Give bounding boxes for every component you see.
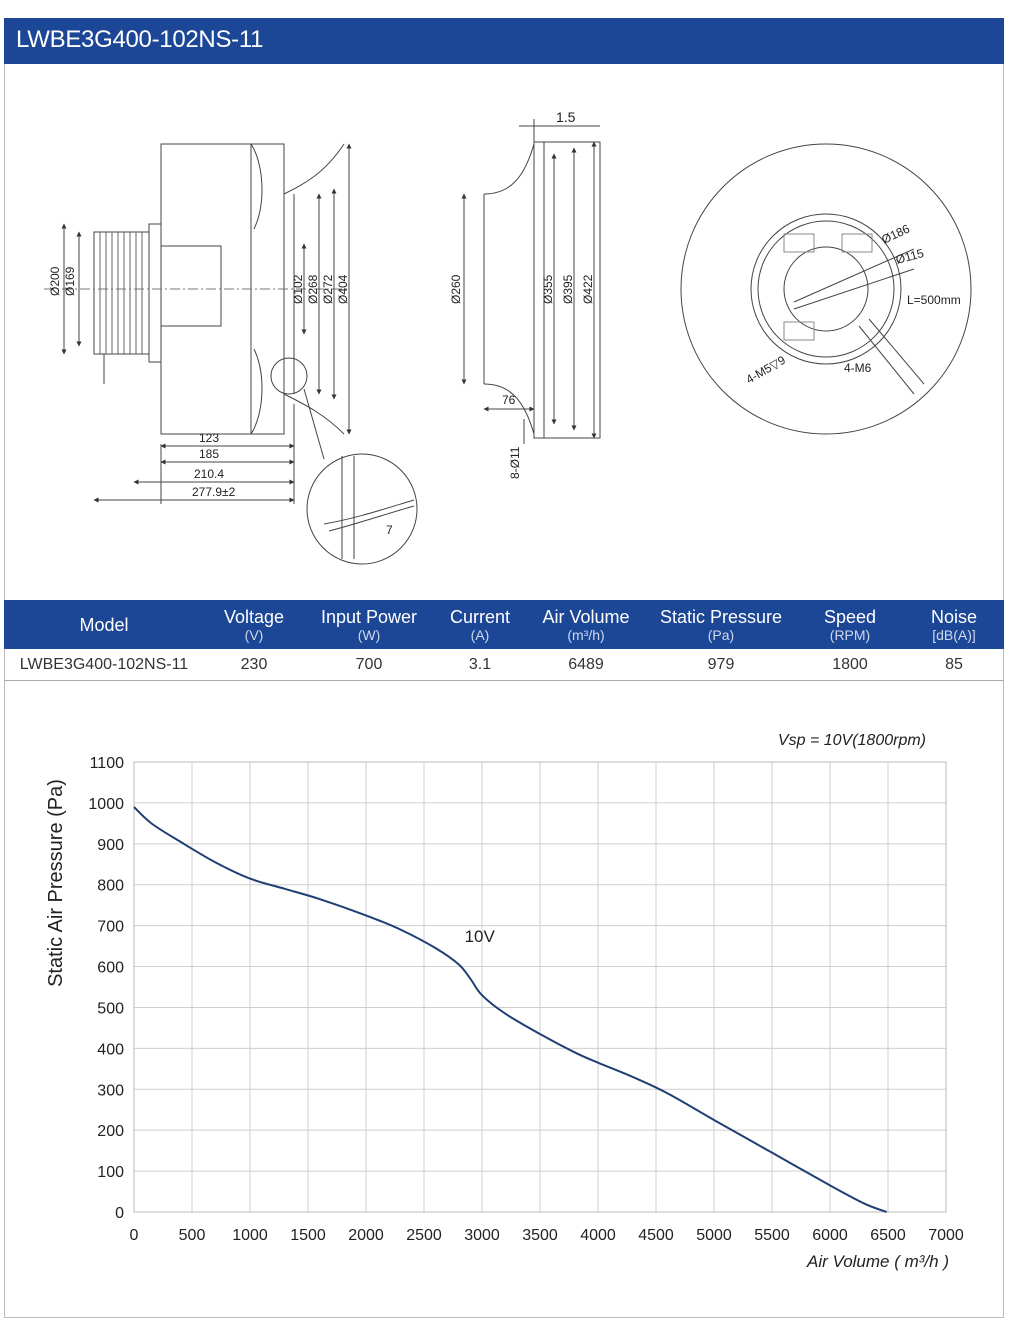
y-tick-label: 100 bbox=[97, 1164, 124, 1181]
cell-input-power: 700 bbox=[304, 649, 434, 681]
dim-d115: Ø115 bbox=[894, 246, 925, 267]
plot-area bbox=[133, 761, 947, 1213]
technical-drawing: Ø200 Ø169 Ø102 Ø268 Ø272 Ø404 123 185 21… bbox=[44, 109, 972, 565]
page-title: LWBE3G400-102NS-11 bbox=[16, 26, 264, 53]
col-voltage: Voltage(V) bbox=[204, 600, 304, 649]
col-noise: Noise[dB(A)] bbox=[904, 600, 1004, 649]
chart-grid bbox=[133, 761, 947, 1213]
x-tick-label: 500 bbox=[179, 1227, 206, 1244]
x-tick-label: 7000 bbox=[928, 1227, 964, 1244]
dim-185: 185 bbox=[199, 447, 219, 461]
dim-d102: Ø102 bbox=[291, 274, 305, 304]
dim-277-9: 277.9±2 bbox=[192, 485, 236, 499]
dim-210-4: 210.4 bbox=[194, 467, 224, 481]
x-tick-label: 1500 bbox=[290, 1227, 326, 1244]
y-tick-label: 200 bbox=[97, 1123, 124, 1140]
dim-d260: Ø260 bbox=[449, 274, 463, 304]
cell-air-volume: 6489 bbox=[526, 649, 646, 681]
x-tick-label: 4000 bbox=[580, 1227, 616, 1244]
x-tick-labels: 0 500 1000 1500 2000 2500 3000 3500 4000 4500 5000… bbox=[130, 1227, 964, 1244]
inlet-view bbox=[461, 119, 601, 444]
cable-length: L=500mm bbox=[907, 293, 961, 307]
x-tick-label: 3000 bbox=[464, 1227, 500, 1244]
side-view-labels: Ø200 Ø169 Ø102 Ø268 Ø272 Ø404 123 185 21… bbox=[48, 266, 393, 537]
cell-noise: 85 bbox=[904, 649, 1004, 681]
x-tick-label: 2000 bbox=[348, 1227, 384, 1244]
thread-m5: 4-M5▽9 bbox=[744, 353, 789, 387]
dim-d422: Ø422 bbox=[581, 274, 595, 304]
front-view bbox=[680, 143, 972, 435]
dim-d355: Ø355 bbox=[541, 274, 555, 304]
col-current: Current(A) bbox=[434, 600, 526, 649]
chart-series: 10V bbox=[133, 806, 888, 1213]
dim-d395: Ø395 bbox=[561, 274, 575, 304]
y-axis-label: Static Air Pressure (Pa) bbox=[45, 779, 67, 987]
series-line-10v bbox=[133, 806, 888, 1213]
cell-model: LWBE3G400-102NS-11 bbox=[4, 649, 204, 681]
x-tick-label: 5500 bbox=[754, 1227, 790, 1244]
inlet-view-labels: 1.5 Ø260 Ø355 Ø395 Ø422 76 8-Ø11 bbox=[449, 109, 595, 479]
cell-speed: 1800 bbox=[796, 649, 904, 681]
x-tick-label: 2500 bbox=[406, 1227, 442, 1244]
col-model: Model bbox=[4, 600, 204, 649]
y-tick-label: 300 bbox=[97, 1082, 124, 1099]
cell-static-pressure: 979 bbox=[646, 649, 796, 681]
holes-8-d11: 8-Ø11 bbox=[508, 446, 522, 479]
dim-d268: Ø268 bbox=[306, 274, 320, 304]
y-tick-label: 1000 bbox=[88, 796, 124, 813]
dim-1-5: 1.5 bbox=[556, 109, 576, 125]
y-tick-label: 500 bbox=[97, 1000, 124, 1017]
dim-detail-7: 7 bbox=[386, 523, 393, 537]
x-tick-label: 6500 bbox=[870, 1227, 906, 1244]
dim-d200: Ø200 bbox=[48, 266, 62, 296]
front-view-labels: Ø186 Ø115 L=500mm 4-M5▽9 4-M6 bbox=[744, 221, 961, 386]
cell-voltage: 230 bbox=[204, 649, 304, 681]
col-static-pressure: Static Pressure(Pa) bbox=[646, 600, 796, 649]
x-tick-label: 4500 bbox=[638, 1227, 674, 1244]
vsp-annotation: Vsp = 10V(1800rpm) bbox=[778, 732, 926, 749]
x-tick-label: 3500 bbox=[522, 1227, 558, 1244]
y-tick-label: 1100 bbox=[90, 755, 125, 772]
col-speed: Speed(RPM) bbox=[796, 600, 904, 649]
table-header-row: Model Voltage(V) Input Power(W) Current(… bbox=[4, 600, 1004, 649]
dim-d404: Ø404 bbox=[336, 274, 350, 304]
y-tick-labels: 0 100 200 300 400 500 600 700 800 900 1000 1100 bbox=[88, 755, 124, 1222]
cell-current: 3.1 bbox=[434, 649, 526, 681]
dim-d169: Ø169 bbox=[63, 266, 77, 296]
dim-d186: Ø186 bbox=[879, 221, 912, 246]
dim-123: 123 bbox=[199, 431, 219, 445]
thread-m6: 4-M6 bbox=[844, 361, 872, 375]
dim-76: 76 bbox=[502, 393, 516, 407]
col-air-volume: Air Volume(m³/h) bbox=[526, 600, 646, 649]
y-tick-label: 600 bbox=[97, 960, 124, 977]
side-view bbox=[44, 143, 418, 565]
x-tick-label: 6000 bbox=[812, 1227, 848, 1244]
spec-table: Model Voltage(V) Input Power(W) Current(… bbox=[4, 600, 1004, 681]
title-bar: LWBE3G400-102NS-11 bbox=[4, 18, 1004, 64]
y-tick-label: 700 bbox=[97, 919, 124, 936]
x-tick-label: 5000 bbox=[696, 1227, 732, 1244]
series-label: 10V bbox=[465, 927, 496, 946]
col-input-power: Input Power(W) bbox=[304, 600, 434, 649]
y-tick-label: 800 bbox=[97, 878, 124, 895]
x-tick-label: 1000 bbox=[232, 1227, 268, 1244]
x-tick-label: 0 bbox=[130, 1227, 139, 1244]
y-tick-label: 900 bbox=[97, 837, 124, 854]
y-tick-label: 400 bbox=[97, 1041, 124, 1058]
dim-d272: Ø272 bbox=[321, 274, 335, 304]
y-tick-label: 0 bbox=[115, 1205, 124, 1222]
x-axis-label: Air Volume ( m³/h ) bbox=[806, 1252, 949, 1271]
table-row: LWBE3G400-102NS-11 230 700 3.1 6489 979 … bbox=[4, 649, 1004, 681]
